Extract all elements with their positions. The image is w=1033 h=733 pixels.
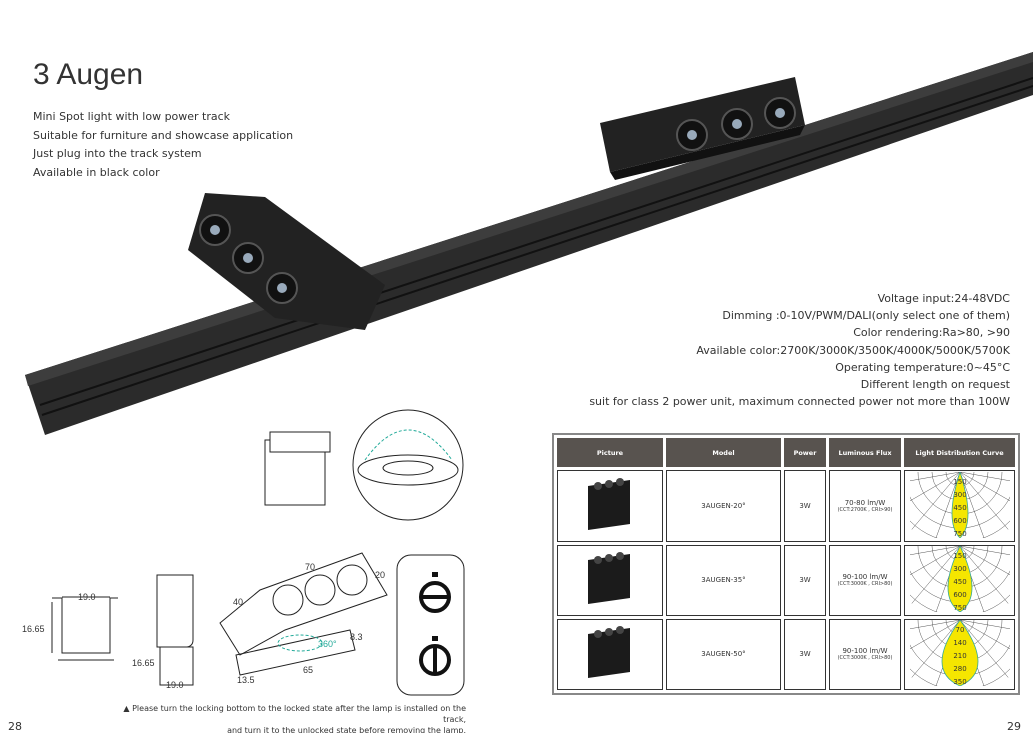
curve-label: 300 — [953, 565, 966, 573]
page-number-right: 29 — [1007, 720, 1021, 733]
page-title: 3 Augen — [33, 58, 144, 91]
curve-label: 750 — [953, 604, 966, 612]
power-cell: 3W — [784, 470, 826, 542]
table-row: 3AUGEN-35° 3W 90-100 lm/W(CCT:3000K , CR… — [557, 475, 1033, 622]
spec-item: Different length on request — [860, 378, 1010, 392]
curve-label: 150 — [953, 478, 966, 486]
model-cell: 3AUGEN-20° — [666, 470, 781, 542]
curve-label: 280 — [953, 665, 966, 673]
rotation-dim: 360° — [318, 639, 337, 649]
power-cell: 3W — [784, 544, 826, 616]
warning-note: ▲ Please turn the locking bottom to the … — [123, 704, 466, 733]
length-dim: 70 — [305, 562, 315, 572]
curve-label: 300 — [953, 491, 966, 499]
table-header: Picture Model Power Luminous Flux Light … — [557, 438, 1015, 468]
distribution-curve: 150 300 450 600 750 — [885, 475, 1033, 622]
profile-height: 16.65 — [22, 624, 45, 634]
col-picture: Picture — [557, 438, 663, 468]
curve-label: 210 — [953, 652, 966, 660]
spotlight-left-image — [188, 193, 385, 330]
model-cell: 3AUGEN-35° — [666, 544, 781, 616]
distribution-curve: 70 140 210 280 350 — [885, 550, 1033, 696]
page-number-left: 28 — [8, 720, 22, 733]
distribution-curve: 150 300 450 600 750 — [885, 401, 1033, 548]
curve-label: 150 — [953, 552, 966, 560]
flux-cell: 90-100 lm/W(CCT:3000K , CRI>80) — [829, 544, 901, 616]
product-table: Picture Model Power Luminous Flux Light … — [552, 401, 1033, 696]
side-width: 19.0 — [166, 680, 184, 690]
curve-label: 70 — [955, 626, 964, 634]
warning-icon: ▲ — [123, 704, 133, 713]
curve-label: 350 — [953, 678, 966, 686]
model-cell: 3AUGEN-50° — [666, 618, 781, 690]
spec-list: Voltage input:24-48VDC Dimming :0-10V/PW… — [589, 290, 1010, 410]
curve-label: 450 — [953, 504, 966, 512]
spec-item: Dimming :0-10V/PWM/DALI(only select one … — [722, 309, 1010, 323]
rotation-detail-drawing — [264, 409, 464, 521]
spotlight-right-image — [600, 77, 805, 180]
curve-label: 140 — [953, 639, 966, 647]
feature-item: Suitable for furniture and showcase appl… — [33, 128, 294, 142]
lock-icon — [432, 636, 438, 641]
table-row: 3AUGEN-20° 3W 70-80 lm/W(CCT:2700K , CRI… — [557, 401, 1033, 548]
curve-label: 450 — [953, 578, 966, 586]
side-dim: 40 — [233, 597, 243, 607]
depth-dim: 20 — [375, 570, 385, 580]
col-flux: Luminous Flux — [829, 438, 901, 468]
side-view-drawing — [156, 574, 194, 686]
spec-item: Color rendering:Ra>80, >90 — [853, 326, 1010, 340]
table-row: 3AUGEN-50° 3W 90-100 lm/W(CCT:3000K , CR… — [557, 550, 1033, 696]
product-picture — [557, 544, 663, 616]
feature-item: Available in black color — [33, 165, 160, 179]
lock-state-panel — [396, 554, 465, 696]
spec-item: suit for class 2 power unit, maximum con… — [589, 395, 1010, 409]
lock-icon — [432, 572, 438, 577]
flux-cell: 70-80 lm/W(CCT:2700K , CRI>90) — [829, 470, 901, 542]
curve-label: 600 — [953, 517, 966, 525]
curve-label: 750 — [953, 530, 966, 538]
curve-label: 600 — [953, 591, 966, 599]
spec-item: Voltage input:24-48VDC — [877, 292, 1010, 305]
feature-item: Just plug into the track system — [33, 147, 202, 160]
spec-item: Operating temperature:0~45°C — [835, 360, 1010, 374]
base-height-dim: 8.3 — [350, 632, 363, 642]
col-model: Model — [666, 438, 781, 468]
flux-cell: 90-100 lm/W(CCT:3000K , CRI>80) — [829, 618, 901, 690]
product-picture — [557, 470, 663, 542]
base-dim: 65 — [303, 665, 313, 675]
col-power: Power — [784, 438, 826, 468]
col-curve: Light Distribution Curve — [904, 438, 1015, 468]
base-width-dim: 13.5 — [237, 675, 255, 685]
profile-width: 19.0 — [78, 592, 96, 602]
track-profile-drawing — [51, 596, 118, 661]
power-cell: 3W — [784, 618, 826, 690]
side-height: 16.65 — [132, 658, 155, 668]
product-picture — [557, 618, 663, 690]
spot-dimension-drawing — [219, 552, 388, 676]
feature-list: Mini Spot light with low power track Sui… — [33, 108, 293, 182]
spec-item: Available color:2700K/3000K/3500K/4000K/… — [696, 343, 1010, 357]
feature-item: Mini Spot light with low power track — [33, 110, 231, 123]
